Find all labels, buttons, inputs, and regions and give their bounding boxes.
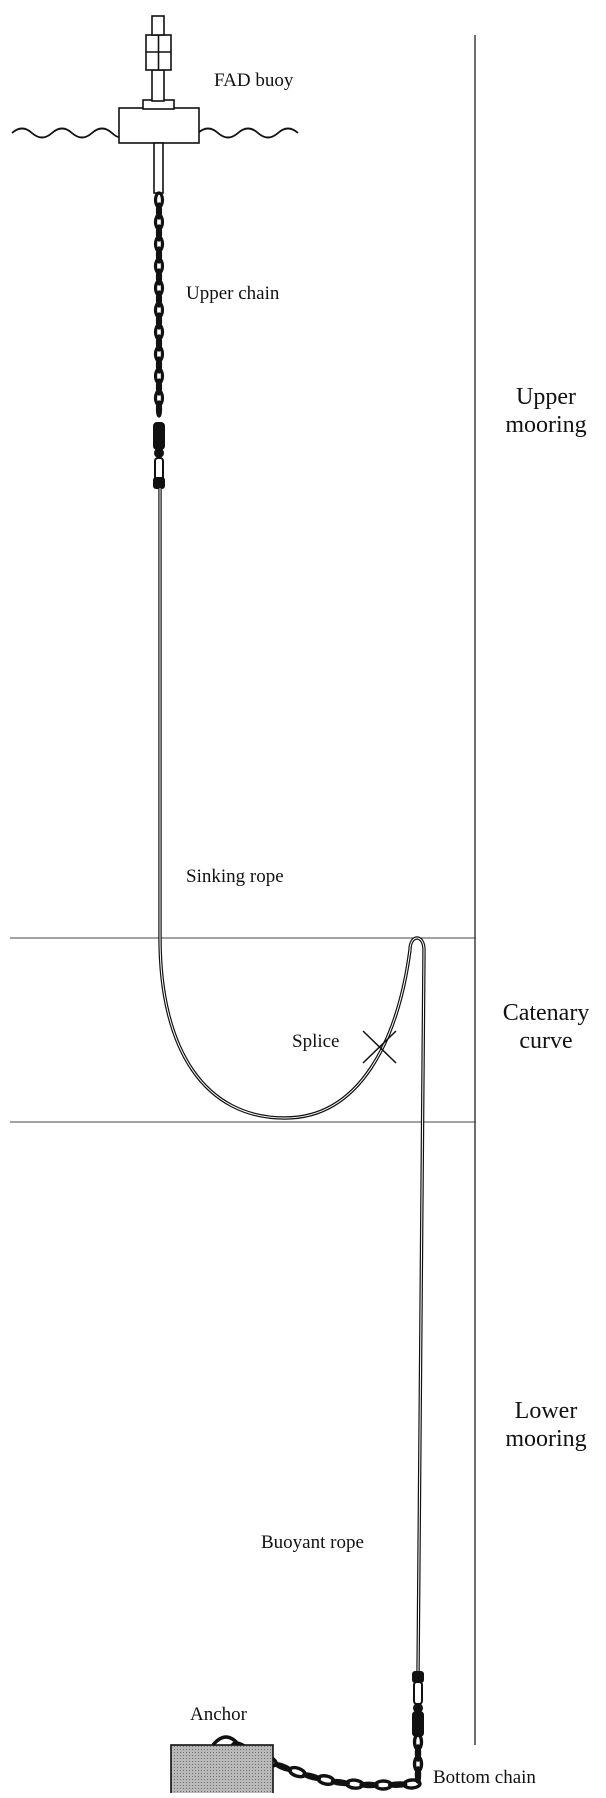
chain-link (402, 1778, 422, 1790)
section-lower-mooring: Lower mooring (486, 1398, 606, 1453)
chain-link (155, 312, 163, 330)
upper-chain (153, 191, 165, 489)
splice-mark (362, 1030, 397, 1064)
section-upper-mooring-line1: Upper (516, 384, 576, 410)
chain-link (155, 400, 163, 418)
upper-chain-label: Upper chain (186, 283, 280, 304)
bottom-chain-swivel (412, 1671, 424, 1737)
section-catenary-curve: Catenary curve (486, 1000, 606, 1055)
chain-link (155, 268, 163, 286)
fad-buoy (118, 15, 200, 194)
chain-link (155, 224, 163, 242)
chain-link (155, 334, 163, 352)
chain-link (155, 202, 163, 220)
chain-link (155, 356, 163, 374)
sinking-rope-label: Sinking rope (186, 866, 284, 887)
sea-surface (11, 127, 299, 139)
section-lower-mooring-line2: mooring (505, 1425, 587, 1452)
section-lower-mooring-line1: Lower (514, 1398, 578, 1424)
buoyant-rope-label: Buoyant rope (261, 1532, 364, 1553)
chain-link (155, 246, 163, 264)
chain-link (155, 290, 163, 308)
upper-chain-swivel (153, 422, 165, 489)
chain-link (155, 378, 163, 396)
anchor-block (170, 1735, 274, 1798)
splice-label: Splice (292, 1031, 340, 1052)
section-upper-mooring-line2: mooring (505, 411, 587, 438)
fad-buoy-label: FAD buoy (214, 70, 294, 91)
bottom-chain-label: Bottom chain (433, 1767, 536, 1788)
mooring-rope (158, 488, 426, 1676)
chain-link (414, 1744, 422, 1762)
anchor-label: Anchor (190, 1704, 247, 1725)
section-upper-mooring: Upper mooring (486, 384, 606, 439)
section-catenary-curve-line1: Catenary (502, 1000, 590, 1026)
section-catenary-curve-line2: curve (519, 1027, 573, 1054)
